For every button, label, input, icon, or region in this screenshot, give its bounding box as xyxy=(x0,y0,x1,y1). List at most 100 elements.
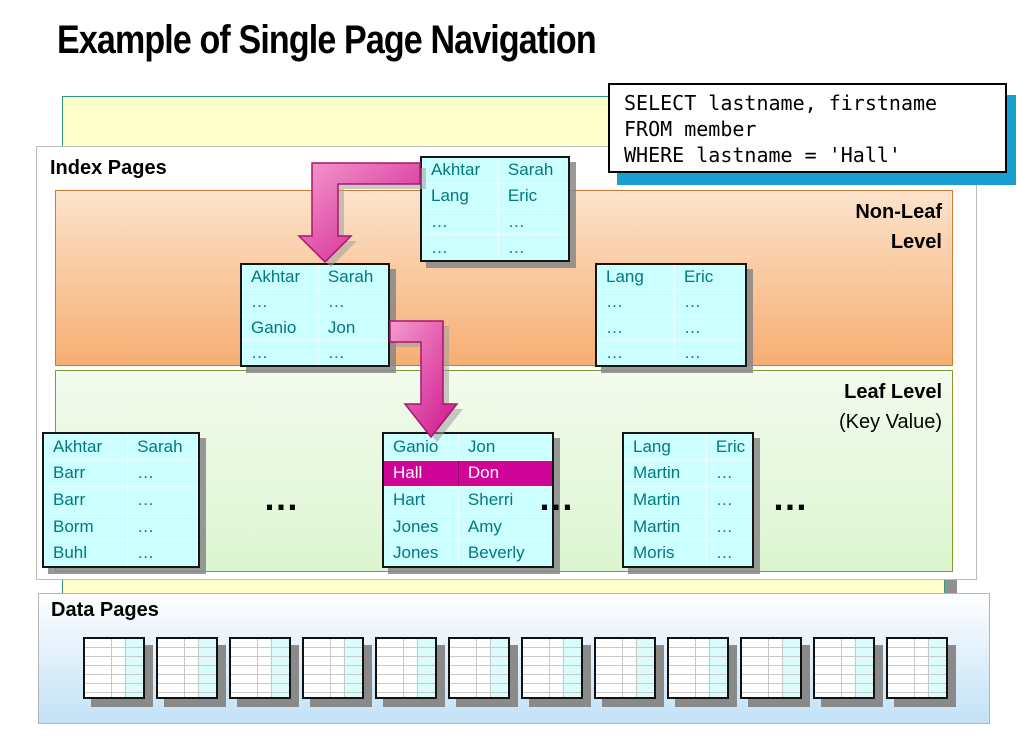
table-cell: … xyxy=(242,340,318,365)
table-cell: … xyxy=(127,460,198,487)
non-leaf-label-line1: Non-Leaf xyxy=(855,201,942,223)
table-cell: Beverly xyxy=(457,540,552,566)
leaf-label-line2: (Key Value) xyxy=(838,411,942,433)
table-row: Buhl… xyxy=(44,539,198,566)
table-cell: Moris xyxy=(624,540,706,566)
table-cell: Eric xyxy=(705,434,752,460)
table-cell: Lang xyxy=(624,434,706,460)
leaf-level-label: Leaf Level (Key Value) xyxy=(839,377,942,437)
table-cell: … xyxy=(497,209,568,235)
table-row: …… xyxy=(597,314,745,340)
leaf-ellipsis-middle: … xyxy=(538,477,575,518)
table-cell: Don xyxy=(457,460,552,487)
table-row: Martin… xyxy=(624,459,752,487)
table-row: Martin… xyxy=(624,512,752,540)
table-cell: Akhtar xyxy=(44,434,128,460)
table-row: …… xyxy=(422,208,568,235)
table-cell: Martin xyxy=(624,513,706,540)
table-row: …… xyxy=(422,234,568,260)
index-pages-label: Index Pages xyxy=(50,157,167,179)
table-cell: … xyxy=(317,290,388,315)
data-page-icon xyxy=(156,637,218,699)
sql-line: SELECT lastname, firstname xyxy=(624,91,938,115)
table-row: Barr… xyxy=(44,486,198,513)
table-cell: Borm xyxy=(44,513,128,540)
data-pages-label: Data Pages xyxy=(51,599,159,621)
table-row: …… xyxy=(242,289,388,315)
table-cell: Akhtar xyxy=(422,158,498,183)
data-pages-panel: Data Pages xyxy=(38,593,990,724)
table-cell: Akhtar xyxy=(242,265,318,290)
table-cell: Jones xyxy=(384,513,458,540)
table-cell: … xyxy=(673,315,745,340)
table-row: …… xyxy=(597,339,745,365)
table-cell: Barr xyxy=(44,487,128,513)
table-cell: … xyxy=(705,460,752,487)
page-title: Example of Single Page Navigation xyxy=(57,18,597,62)
data-page-icon xyxy=(375,637,437,699)
table-cell: … xyxy=(127,487,198,513)
table-cell: … xyxy=(705,540,752,566)
data-page-icon xyxy=(448,637,510,699)
table-cell: Sarah xyxy=(317,265,388,290)
table-cell: … xyxy=(597,290,674,315)
data-page-icons-row xyxy=(83,637,948,699)
leaf-label-line1: Leaf Level xyxy=(844,381,942,403)
table-cell: Lang xyxy=(422,183,498,209)
table-cell: Hall xyxy=(384,460,458,487)
table-cell: Sherri xyxy=(457,487,552,513)
data-page-icon xyxy=(302,637,364,699)
table-cell: Sarah xyxy=(127,434,198,460)
table-cell: … xyxy=(673,290,745,315)
data-page-icon xyxy=(594,637,656,699)
table-cell: Martin xyxy=(624,460,706,487)
sql-query-box: SELECT lastname, firstname FROM member W… xyxy=(608,83,1007,173)
leaf-ellipsis-right: … xyxy=(772,477,809,518)
table-cell: Lang xyxy=(597,265,674,290)
table-cell: Jon xyxy=(457,434,552,460)
table-cell: … xyxy=(705,487,752,513)
table-row: …… xyxy=(242,339,388,365)
table-cell: Amy xyxy=(457,513,552,540)
table-row: Barr… xyxy=(44,459,198,487)
table-cell: … xyxy=(497,235,568,260)
sql-line: WHERE lastname = 'Hall' xyxy=(624,143,901,167)
table-cell: … xyxy=(597,340,674,365)
table-cell: Eric xyxy=(673,265,745,290)
table-cell: Sarah xyxy=(497,158,568,183)
data-page-icon xyxy=(813,637,875,699)
data-page-icon xyxy=(667,637,729,699)
data-page-icon xyxy=(521,637,583,699)
data-page-icon xyxy=(886,637,948,699)
table-cell: Jones xyxy=(384,540,458,566)
table-row: Borm… xyxy=(44,512,198,540)
table-cell: … xyxy=(422,235,498,260)
table-row: …… xyxy=(597,289,745,315)
table-cell: … xyxy=(673,340,745,365)
table-cell: … xyxy=(127,540,198,566)
leaf-ellipsis-left: … xyxy=(263,477,300,518)
data-page-icon xyxy=(229,637,291,699)
table-cell: Jon xyxy=(317,315,388,340)
table-row: Moris… xyxy=(624,539,752,566)
data-page-icon xyxy=(83,637,145,699)
table-cell: … xyxy=(242,290,318,315)
table-cell: Eric xyxy=(497,183,568,209)
table-cell: … xyxy=(127,513,198,540)
non-leaf-level-label: Non-Leaf Level xyxy=(855,197,942,257)
